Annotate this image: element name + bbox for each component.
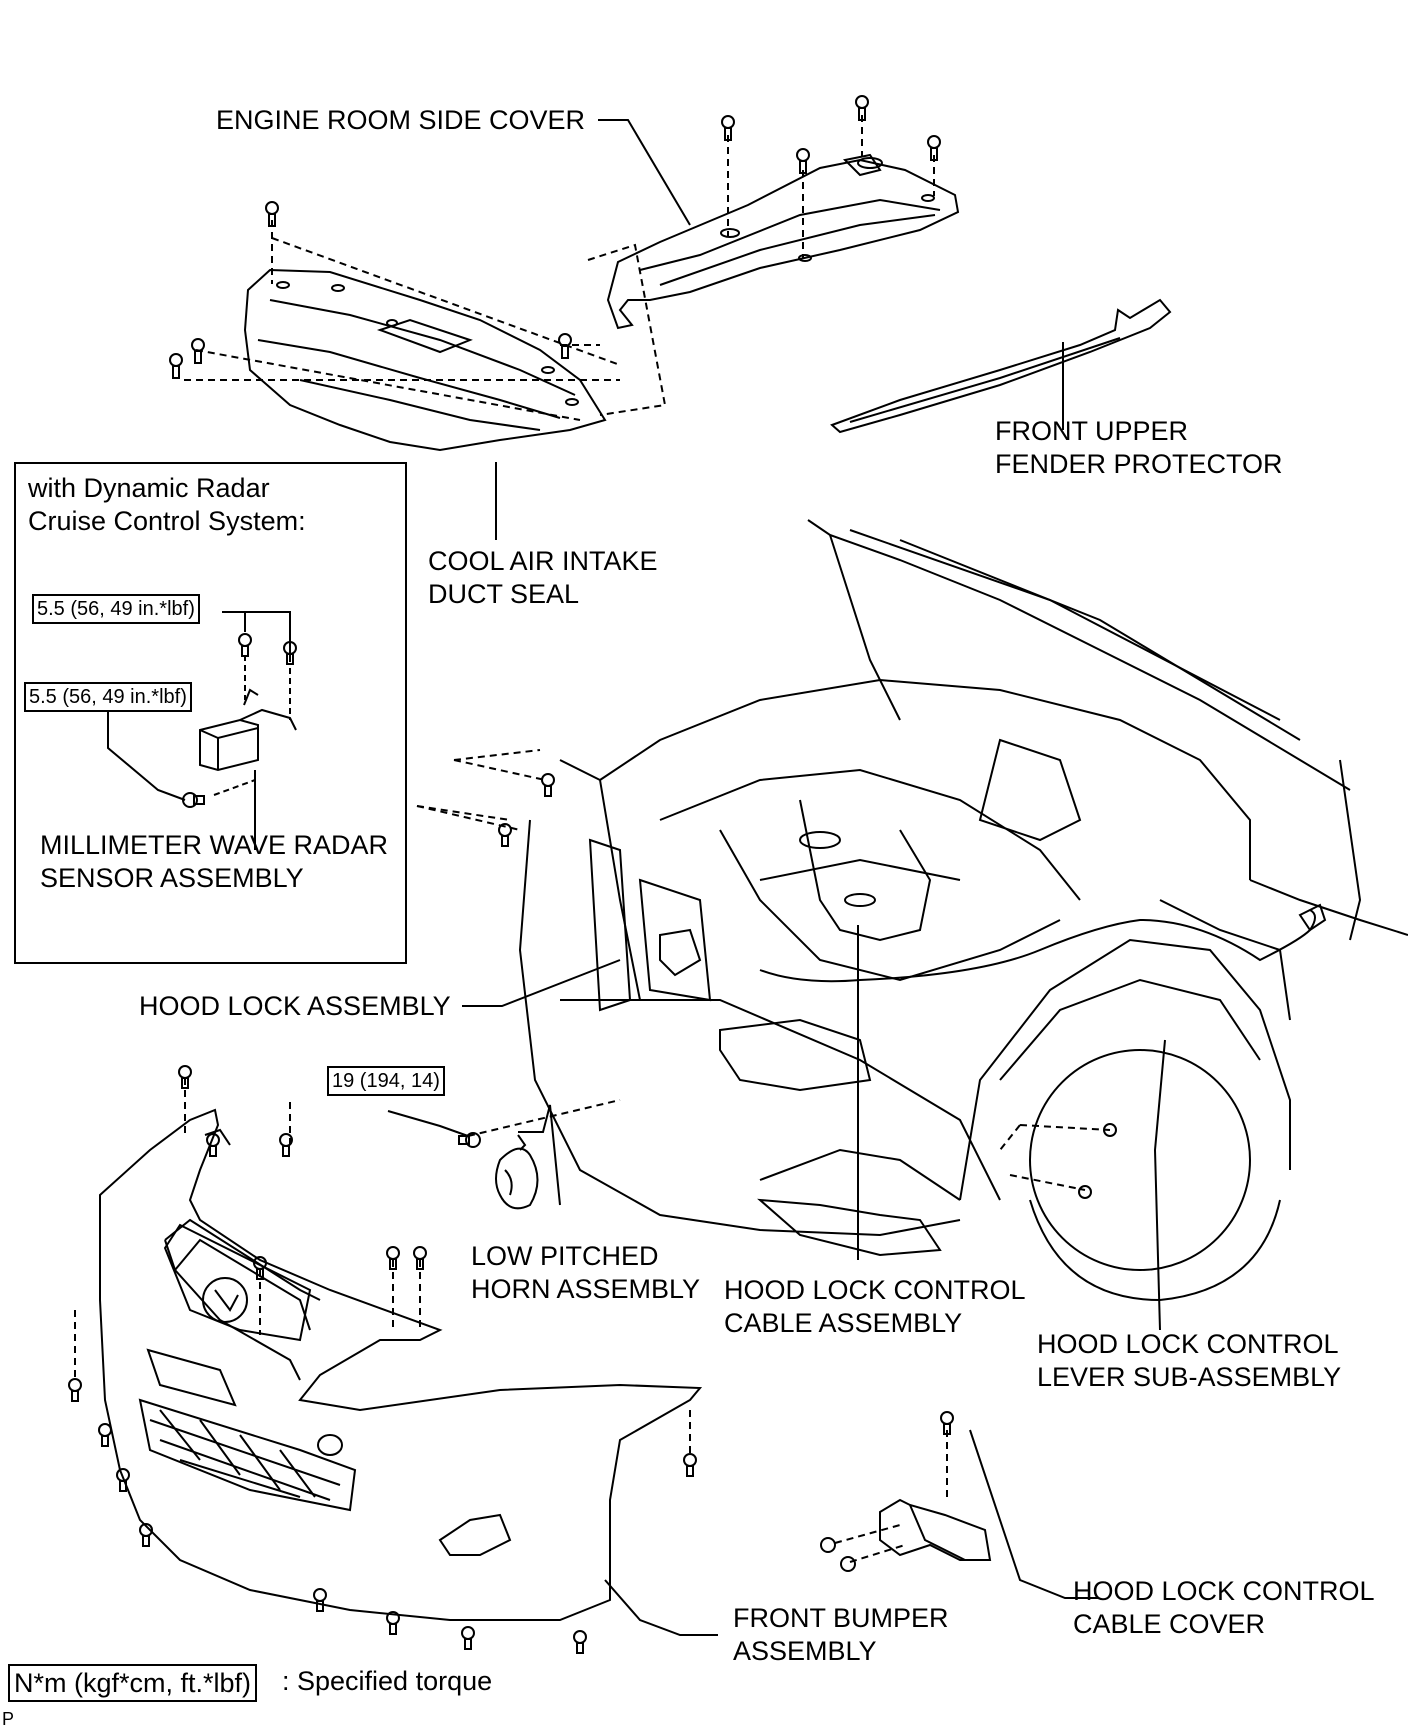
label-line: HOOD LOCK CONTROL	[1037, 1329, 1339, 1359]
hood-lock-control-cable-cover-part	[820, 1411, 992, 1572]
label-front-bumper-assembly: FRONT BUMPER ASSEMBLY	[733, 1602, 949, 1668]
label-hood-lock-control-cable-assembly: HOOD LOCK CONTROL CABLE ASSEMBLY	[724, 1274, 1026, 1340]
vehicle-front-structure	[518, 519, 1408, 1302]
leader-lines	[387, 119, 1166, 1636]
label-hood-lock-assembly: HOOD LOCK ASSEMBLY	[139, 991, 451, 1021]
label-low-pitched-horn-assembly: LOW PITCHED HORN ASSEMBLY	[471, 1240, 700, 1306]
bumper-bolts	[68, 1065, 697, 1654]
label-line: FRONT BUMPER	[733, 1603, 949, 1633]
horn-torque-value: 19 (194, 14)	[327, 1066, 445, 1096]
label-line: FENDER PROTECTOR	[995, 449, 1283, 479]
millimeter-wave-radar-sensor-part	[107, 611, 297, 850]
radar-cruise-control-inset: with Dynamic Radar Cruise Control System…	[14, 462, 407, 964]
label-line: CABLE ASSEMBLY	[724, 1308, 963, 1338]
fastener-guide-lines-upper	[184, 115, 935, 421]
inset-title: with Dynamic Radar Cruise Control System…	[28, 472, 306, 538]
label-line: ASSEMBLY	[733, 1636, 877, 1666]
label-line: LEVER SUB-ASSEMBLY	[1037, 1362, 1342, 1392]
label-line: HOOD LOCK CONTROL	[724, 1275, 1026, 1305]
label-line: SENSOR ASSEMBLY	[40, 863, 304, 893]
label-hood-lock-control-cable-cover: HOOD LOCK CONTROL CABLE COVER	[1073, 1575, 1375, 1641]
label-line: DUCT SEAL	[428, 579, 580, 609]
radar-bracket-torque: 5.5 (56, 49 in.*lbf)	[32, 594, 200, 624]
label-line: COOL AIR INTAKE	[428, 546, 658, 576]
label-hood-lock-control-lever-sub-assembly: HOOD LOCK CONTROL LEVER SUB-ASSEMBLY	[1037, 1328, 1341, 1394]
front-bumper-assembly-part	[99, 1108, 703, 1621]
low-pitched-horn-part	[495, 1134, 539, 1210]
label-line: FRONT UPPER	[995, 416, 1189, 446]
label-line: HORN ASSEMBLY	[471, 1274, 701, 1304]
label-cool-air-intake-duct-seal: COOL AIR INTAKE DUCT SEAL	[428, 545, 658, 611]
inset-title-line: Cruise Control System:	[28, 506, 306, 536]
front-upper-fender-protector-part	[830, 298, 1172, 434]
corner-mark: P	[2, 1709, 15, 1729]
cool-air-intake-duct-seal-part	[243, 268, 607, 452]
label-line: HOOD LOCK CONTROL	[1073, 1576, 1375, 1606]
label-line: MILLIMETER WAVE RADAR	[40, 830, 389, 860]
radar-sensor-torque: 5.5 (56, 49 in.*lbf)	[24, 682, 192, 712]
inset-title-line: with Dynamic Radar	[28, 473, 270, 503]
bolts-upper	[169, 95, 941, 379]
label-line: LOW PITCHED	[471, 1241, 659, 1271]
label-millimeter-wave-radar-sensor-assembly: MILLIMETER WAVE RADAR SENSOR ASSEMBLY	[40, 829, 388, 895]
engine-room-side-cover-part	[606, 153, 960, 330]
label-front-upper-fender-protector: FRONT UPPER FENDER PROTECTOR	[995, 415, 1283, 481]
torque-legend-description: : Specified torque	[282, 1666, 493, 1696]
label-line: CABLE COVER	[1073, 1609, 1266, 1639]
fastener-guide-lines-middle	[74, 749, 1111, 1563]
bolts-middle	[458, 773, 1117, 1199]
torque-legend-box: N*m (kgf*cm, ft.*lbf)	[8, 1664, 258, 1702]
label-engine-room-side-cover: ENGINE ROOM SIDE COVER	[216, 105, 586, 135]
